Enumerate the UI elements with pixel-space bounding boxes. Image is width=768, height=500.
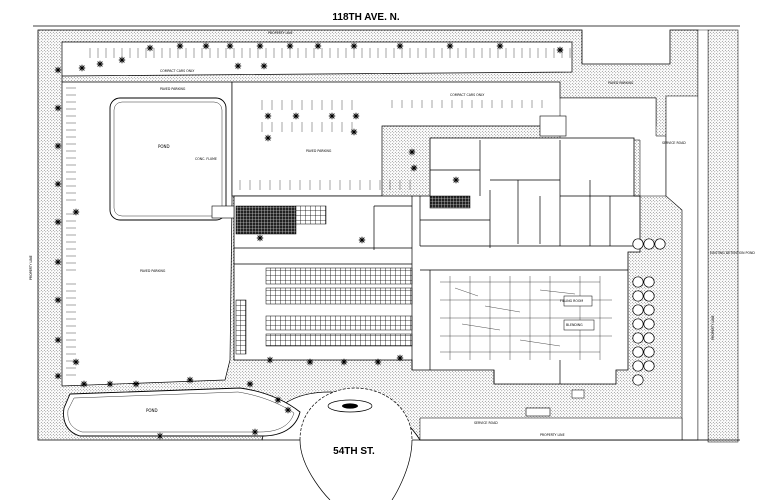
south-entry-drive <box>262 387 740 500</box>
label-service-road-east: SERVICE ROAD <box>662 141 686 145</box>
label-paved-parking-west: PAVED PARKING <box>140 269 166 273</box>
label-conc-flume: CONC. FLUME <box>195 157 217 161</box>
label-property-line-east: PROPERTY LINE <box>711 315 715 340</box>
label-paved-parking-ne: PAVED PARKING <box>608 81 634 85</box>
label-paved-parking-center: PAVED PARKING <box>306 149 332 153</box>
north-street-label: 118TH AVE. N. <box>332 12 399 23</box>
label-compact-cars-center: COMPACT CARS ONLY <box>450 93 484 97</box>
label-paved-parking-pond: PAVED PARKING <box>160 87 186 91</box>
utility-structures <box>211 115 585 417</box>
pond-south <box>63 387 301 437</box>
east-service-road <box>665 29 709 441</box>
label-property-line-west: PROPERTY LINE <box>29 255 33 280</box>
label-property-line-south: PROPERTY LINE <box>540 433 565 437</box>
label-pond-north: POND <box>158 144 170 149</box>
main-building <box>233 137 641 385</box>
label-compact-cars-west: COMPACT CARS ONLY <box>160 69 194 73</box>
pond-north <box>109 97 227 221</box>
label-pond-south: POND <box>146 408 158 413</box>
label-property-line-top: PROPERTY LINE <box>268 31 293 35</box>
north-street: 118TH AVE. N. <box>33 12 740 27</box>
label-room-b: BLENDING <box>566 323 583 327</box>
parking-stalls <box>66 48 571 376</box>
plan-labels: PROPERTY LINE COMPACT CARS ONLY COMPACT … <box>29 31 755 437</box>
label-existing-detention-pond: EXISTING DETENTION POND <box>710 251 755 255</box>
south-street-label: 54TH ST. <box>333 446 375 457</box>
label-room-a: FILLING ROOM <box>560 299 583 303</box>
label-service-road-south: SERVICE ROAD <box>474 421 498 425</box>
